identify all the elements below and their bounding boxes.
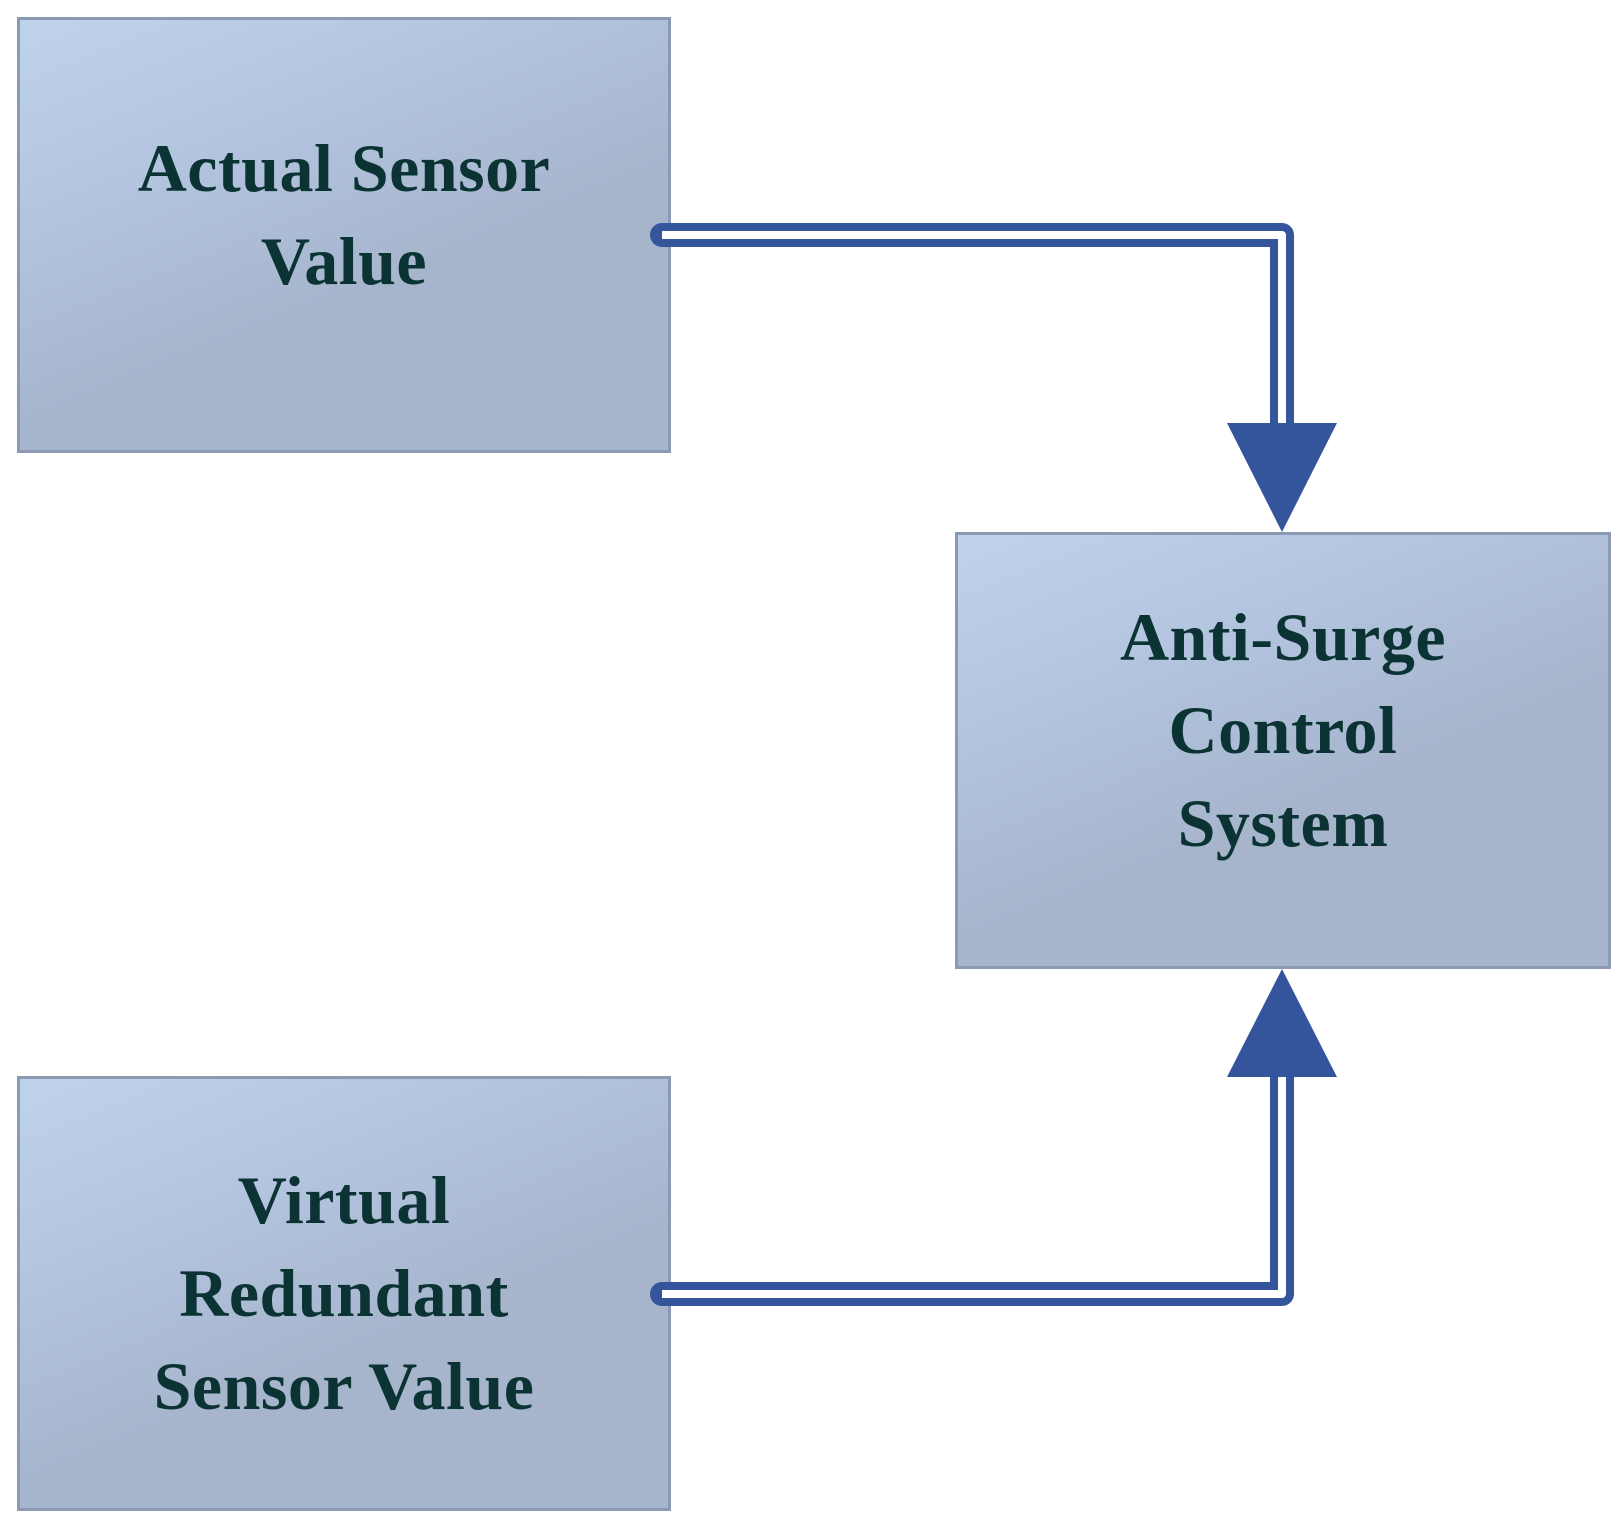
anti-surge-control-system-box: Anti-Surge Control System [955, 532, 1611, 969]
arrow-virtual-to-control [650, 969, 1337, 1306]
arrowhead-down-icon [1227, 423, 1337, 532]
arrow-actual-to-control [650, 223, 1337, 532]
actual-sensor-value-label: Actual Sensor Value [137, 130, 551, 299]
virtual-redundant-sensor-value-box: Virtual Redundant Sensor Value [17, 1076, 671, 1511]
anti-surge-control-system-label: Anti-Surge Control System [1119, 599, 1447, 861]
virtual-redundant-sensor-value-label: Virtual Redundant Sensor Value [153, 1162, 535, 1424]
arrowhead-up-icon [1227, 969, 1337, 1077]
actual-sensor-value-box: Actual Sensor Value [17, 17, 671, 453]
